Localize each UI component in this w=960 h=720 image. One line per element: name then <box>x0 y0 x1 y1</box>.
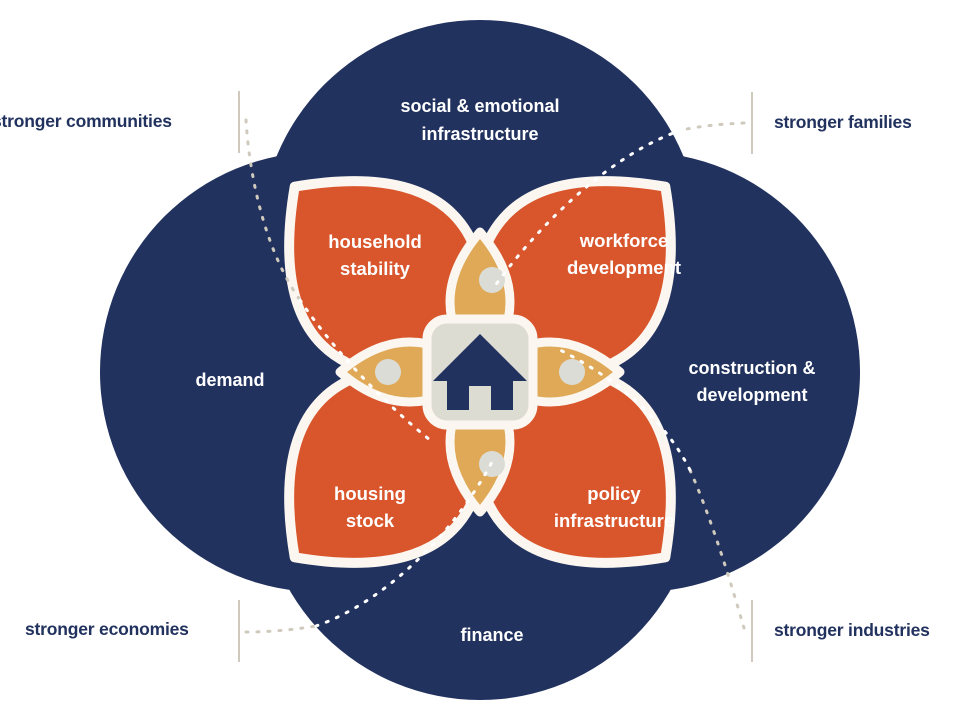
petal-label-household-stability-line2: stability <box>340 258 411 279</box>
lens-top-dot-icon <box>479 267 505 293</box>
petal-label-workforce-development-line2: development <box>567 257 681 278</box>
leader-bottom-left <box>314 460 494 628</box>
outcome-label-stronger-industries: stronger industries <box>774 620 930 640</box>
petal-label-policy-infrastructure-line1: policy <box>587 483 641 504</box>
navy-label-bottom-line1: finance <box>460 625 523 645</box>
tick-top-left <box>238 91 240 153</box>
petal-label-policy-infrastructure-line2: infrastructure <box>554 510 674 531</box>
petal-label-household-stability-line1: household <box>328 231 422 252</box>
leader-top-left-inner <box>298 298 432 442</box>
tick-top-right <box>751 92 753 154</box>
navy-label-top-line2: infrastructure <box>421 124 538 144</box>
petal-label-housing-stock-line1: housing <box>334 483 406 504</box>
center-emblem[interactable] <box>422 314 538 430</box>
petal-label-workforce-development-line1: workforce <box>579 230 668 251</box>
navy-label-top-line1: social & emotional <box>400 96 559 116</box>
leader-bottom-right-inner <box>558 348 692 472</box>
navy-label-left-line1: demand <box>195 370 264 390</box>
navy-label-right-line2: development <box>696 385 807 405</box>
outcome-label-stronger-communities: stronger communities <box>0 111 172 131</box>
lens-right-dot-icon <box>559 359 585 385</box>
outcome-label-stronger-economies: stronger economies <box>25 619 189 639</box>
outcome-label-stronger-families: stronger families <box>774 112 912 132</box>
navy-labels: social & emotional infrastructure constr… <box>195 96 815 645</box>
leader-bottom-left-outer <box>244 624 318 634</box>
petal-labels: household stability workforce developmen… <box>328 230 681 531</box>
lens-dots <box>375 267 585 477</box>
tick-bottom-left <box>238 600 240 662</box>
petal-label-housing-stock-line2: stock <box>346 510 395 531</box>
leader-top-right-outer <box>680 121 746 132</box>
house-icon <box>433 334 527 410</box>
tick-bottom-right <box>751 600 753 662</box>
leader-top-left <box>244 118 302 302</box>
leader-lines <box>244 118 746 634</box>
lens-left-dot-icon <box>375 359 401 385</box>
navy-label-right-line1: construction & <box>688 358 815 378</box>
